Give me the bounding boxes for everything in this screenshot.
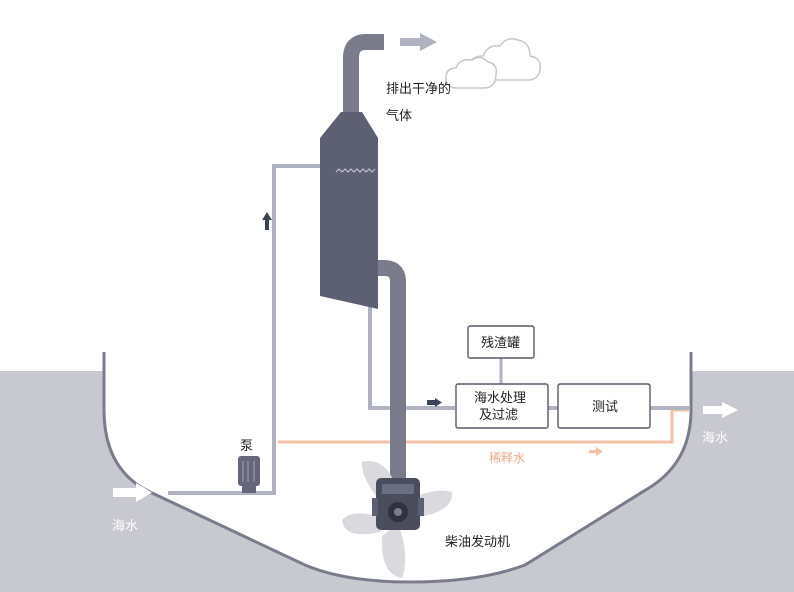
inlet-pipe <box>168 164 320 495</box>
dilution-flow-arrow <box>589 447 603 456</box>
testing-box <box>557 383 651 429</box>
treatment-label-line1: 海水处理 <box>474 391 526 406</box>
flow-up-arrow <box>262 212 272 230</box>
seawater-in-label: 海水 <box>112 519 138 534</box>
treatment-box <box>455 383 549 429</box>
clean-gas-label-line1: 排出干净的 <box>386 81 451 97</box>
pump-label: 泵 <box>240 439 253 454</box>
seawater-in-arrow <box>113 483 152 502</box>
diesel-engine-label: 柴油发动机 <box>445 534 510 550</box>
testing-label: 测试 <box>592 400 618 415</box>
dilution-water-label: 稀释水 <box>489 451 525 465</box>
exhaust-stack <box>343 34 384 112</box>
scrubber-tower <box>320 112 378 309</box>
washwater-flow-arrow <box>427 398 442 407</box>
engine-icon <box>372 478 424 530</box>
seawater-out-arrow <box>703 402 738 418</box>
washwater-pipe <box>368 300 455 410</box>
residue-tank-label: 残渣罐 <box>481 336 520 351</box>
scrubber-spray-marks <box>335 168 376 173</box>
treatment-label-line2: 及过滤 <box>479 408 518 423</box>
clean-gas-label-line2: 气体 <box>386 108 412 124</box>
pump-icon <box>238 456 260 493</box>
arrow-right-icon <box>400 33 437 51</box>
exhaust-pipe <box>372 260 406 500</box>
seawater-out-label: 海水 <box>702 431 728 446</box>
cloud-icon <box>445 38 542 89</box>
residue-tank-box <box>467 325 535 359</box>
